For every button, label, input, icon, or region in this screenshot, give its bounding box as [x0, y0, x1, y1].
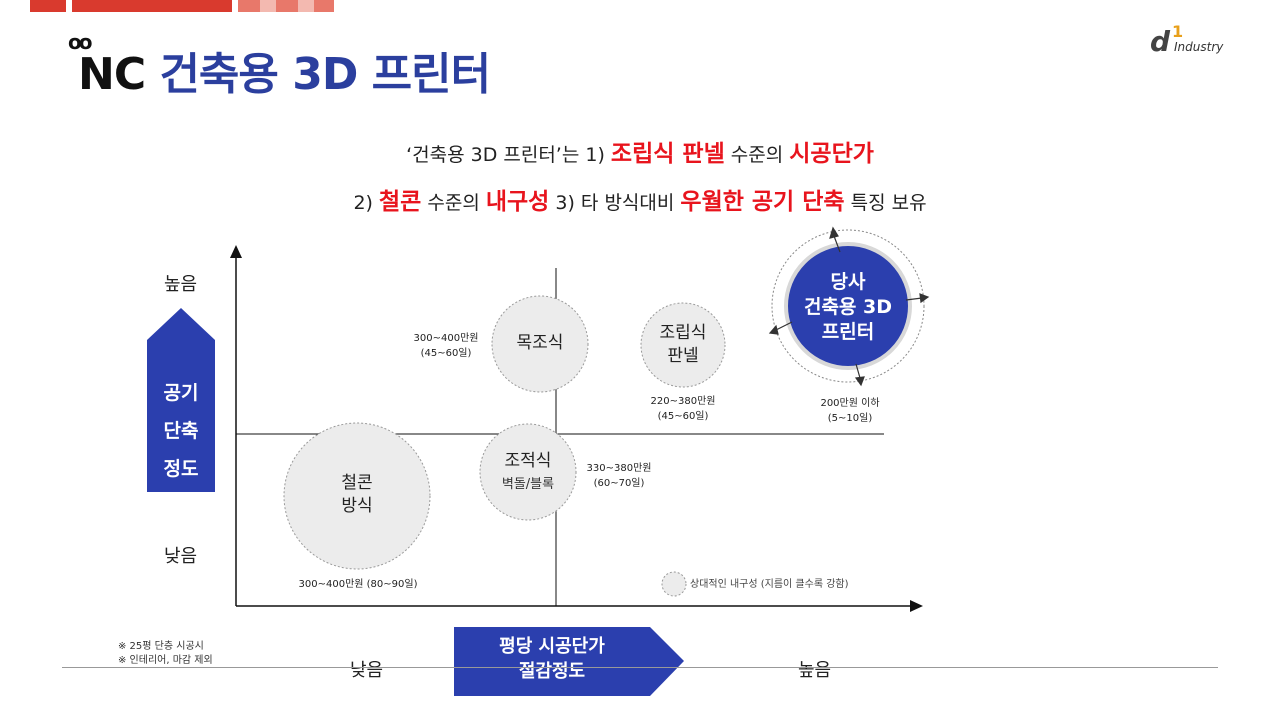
jorip-period: (45~60일) [657, 411, 709, 422]
company-name-line: 건축용 3D [803, 296, 893, 318]
headline-highlight: 철콘 [379, 189, 422, 215]
headline-highlight: 내구성 [485, 189, 550, 215]
jorip-name-line: 조립식 [659, 323, 707, 343]
title-rest: 건축용 3D 프린터 [159, 49, 491, 100]
jojeok-name: 조적식 벽돌/블록 [486, 450, 570, 496]
bar-gap [66, 0, 72, 12]
bar-seg [238, 0, 260, 12]
logo-number: 1 [1172, 22, 1184, 41]
bar-seg [30, 0, 66, 12]
jojeok-name-line: 조적식 [504, 451, 552, 471]
cheolkon-price: 300~400만원 (80~90일) [298, 579, 418, 590]
cheolkon-name-line: 철콘 [341, 473, 373, 493]
x-high-label: 높음 [798, 660, 832, 681]
headline-text: ‘건축용 3D 프린터’는 1) [406, 144, 611, 166]
headline-line-1: ‘건축용 3D 프린터’는 1) 조립식 판넬 수준의 시공단가 [0, 134, 1280, 168]
y-axis-arrowhead [230, 245, 242, 258]
company-name-line: 당사 [830, 271, 866, 293]
mokjo-period: (45~60일) [420, 348, 472, 359]
title-brand: NC [78, 49, 146, 100]
y-arrow-line: 공기 [163, 382, 199, 404]
x-arrow-line: 절감정도 [518, 661, 586, 682]
x-arrow-line: 평당 시공단가 [499, 636, 605, 657]
y-low-label: 낮음 [164, 546, 198, 567]
footnote: ※ 25평 단층 시공시 [118, 641, 204, 652]
company-circle [784, 242, 912, 370]
jorip-circle [640, 302, 726, 388]
bar-seg [276, 0, 298, 12]
x-low-label: 낮음 [350, 660, 384, 681]
jorip-name: 조립식 판넬 [643, 322, 723, 368]
mokjo-price: 300~400만원 [413, 333, 479, 344]
bottom-divider [62, 667, 1218, 668]
cheolkon-circle [283, 422, 431, 570]
expansion-arrows [768, 226, 930, 387]
headline-text: 2) [353, 192, 379, 214]
company-name-line: 프린터 [821, 321, 875, 343]
headline-text: 수준의 [421, 192, 486, 214]
jojeok-period: (60~70일) [593, 478, 645, 489]
jorip-price: 220~380만원 [650, 396, 716, 407]
x-axis-arrow-label: 평당 시공단가 절감정도 [454, 634, 650, 684]
legend-text: 상대적인 내구성 (지름이 클수록 강함) [690, 579, 849, 590]
y-high-label: 높음 [164, 274, 198, 295]
mokjo-info: 300~400만원 (45~60일) [408, 331, 484, 361]
legend-circle [661, 571, 687, 597]
bar-seg [260, 0, 276, 12]
page-title: NC 건축용 3D 프린터 [78, 38, 491, 102]
cheolkon-name: 철콘 방식 [317, 472, 397, 518]
y-arrow-line: 단축 [163, 420, 199, 442]
jojeok-info: 330~380만원 (60~70일) [584, 461, 654, 491]
headline-text: 3) 타 방식대비 [549, 192, 681, 214]
y-axis-blue-arrow [147, 308, 215, 492]
company-name: 당사 건축용 3D 프린터 [788, 270, 908, 345]
mokjo-circle [491, 295, 589, 393]
y-arrow-line: 정도 [163, 458, 199, 480]
logo-word: Industry [1174, 40, 1224, 54]
jojeok-circle [479, 423, 577, 521]
bar-gap [232, 0, 238, 12]
bar-seg [72, 0, 232, 12]
title-decoration: oo [68, 30, 93, 54]
headline-highlight: 우월한 공기 단축 [680, 189, 845, 215]
headline-line-2: 2) 철콘 수준의 내구성 3) 타 방식대비 우월한 공기 단축 특징 보유 [0, 182, 1280, 216]
x-axis-arrowhead [910, 600, 923, 612]
footnote: ※ 인테리어, 마감 제외 [118, 655, 213, 666]
logo-mark: d [1150, 25, 1171, 58]
x-axis-blue-arrow [454, 627, 684, 696]
cheolkon-name-line: 방식 [341, 496, 373, 516]
headline-text: 수준의 [724, 144, 790, 166]
y-axis-arrow-label: 공기 단축 정도 [148, 374, 214, 488]
top-color-bar [30, 0, 334, 12]
headline-highlight: 조립식 판넬 [610, 141, 725, 167]
headline-text: 특징 보유 [844, 192, 927, 214]
bar-seg [314, 0, 334, 12]
mokjo-name: 목조식 [516, 333, 564, 353]
company-outer-ring [771, 229, 925, 383]
bar-seg [298, 0, 314, 12]
company-logo: d 1 Industry [1150, 22, 1230, 58]
company-period: (5~10일) [827, 413, 873, 424]
jorip-name-line: 판넬 [667, 346, 699, 366]
company-info: 200만원 이하 (5~10일) [808, 396, 892, 426]
jojeok-sub: 벽돌/블록 [501, 477, 555, 492]
footnotes: ※ 25평 단층 시공시 ※ 인테리어, 마감 제외 [118, 640, 213, 668]
headline-highlight: 시공단가 [789, 141, 874, 167]
jorip-info: 220~380만원 (45~60일) [643, 394, 723, 424]
jojeok-price: 330~380만원 [586, 463, 652, 474]
company-price: 200만원 이하 [820, 398, 880, 409]
